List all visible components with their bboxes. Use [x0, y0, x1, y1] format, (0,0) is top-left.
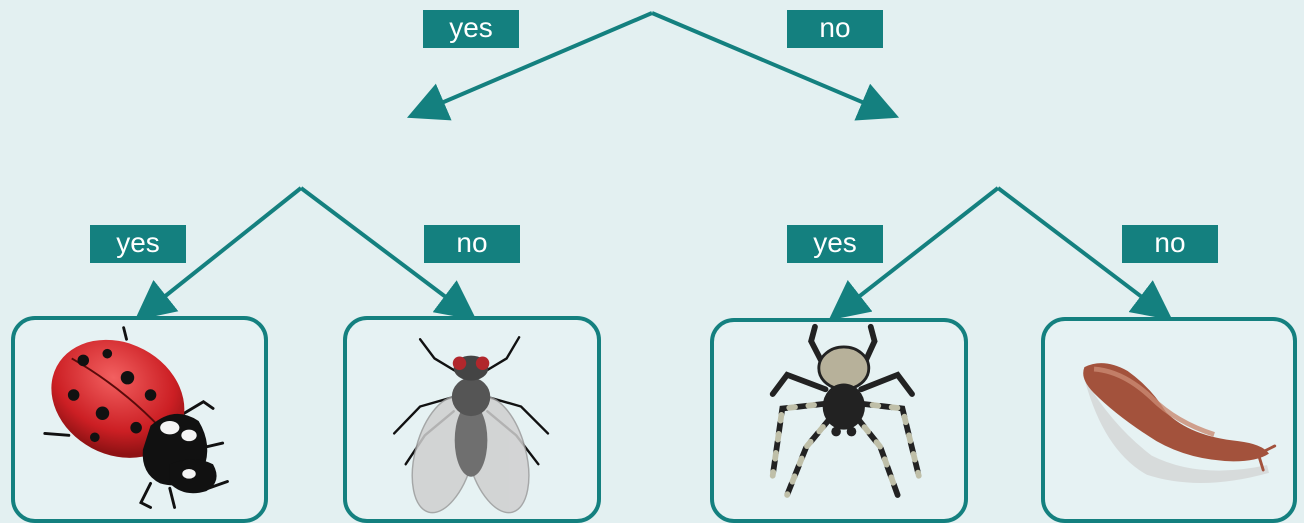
- left-yes-label: yes: [90, 225, 186, 263]
- slug-icon: [1083, 363, 1277, 483]
- spider-icon: [769, 323, 922, 498]
- leaf-box-slug: [1041, 317, 1297, 523]
- left-no-arrow: [299, 186, 477, 321]
- right-yes-arrow: [828, 186, 1000, 321]
- right-no-arrow: [996, 186, 1173, 321]
- leaf-box-ladybug: [11, 316, 268, 523]
- left-yes-arrow: [134, 186, 303, 321]
- root-no-arrow: [651, 11, 900, 121]
- right-yes-label: yes: [787, 225, 883, 263]
- left-no-label: no: [424, 225, 520, 263]
- root-yes-arrow: [406, 11, 653, 121]
- ladybug-icon: [43, 326, 229, 509]
- fly-icon: [392, 336, 550, 514]
- root-no-label: no: [787, 10, 883, 48]
- leaf-box-fly: [343, 316, 601, 523]
- right-no-label: no: [1122, 225, 1218, 263]
- root-yes-label: yes: [423, 10, 519, 48]
- leaf-box-spider: [710, 318, 968, 523]
